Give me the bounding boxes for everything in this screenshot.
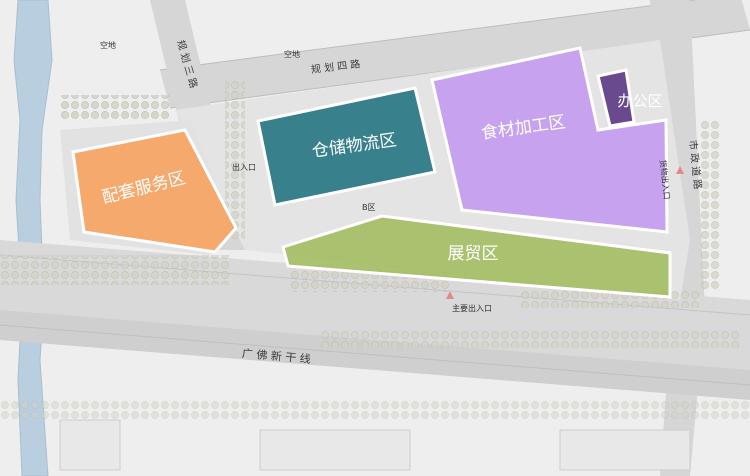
cargo-entrance-marker [676,166,684,174]
river [13,0,53,476]
zone-logistics[interactable] [256,86,437,207]
entrance-label: 出入口 [232,162,256,172]
tree-row [60,95,170,119]
main-entrance-label: 主要出入口 [452,303,492,313]
zone-food-processing[interactable] [430,46,669,234]
zone-office[interactable] [596,68,636,128]
zone-service[interactable] [71,128,238,254]
zone-expo-label: 展贸区 [448,244,499,264]
main-entrance-marker [446,291,454,299]
open-space-label-2: 空地 [284,49,300,59]
cargo-entrance-label: 货物出入口 [658,159,672,200]
road-south-label: 广 佛 新 干 线 [241,346,311,366]
open-space-label-1: 空地 [100,40,116,50]
building-b-label: B区 [362,203,376,212]
zone-office-label: 办公区 [617,92,662,110]
zone-expo[interactable] [281,214,672,299]
road-north [160,0,750,108]
